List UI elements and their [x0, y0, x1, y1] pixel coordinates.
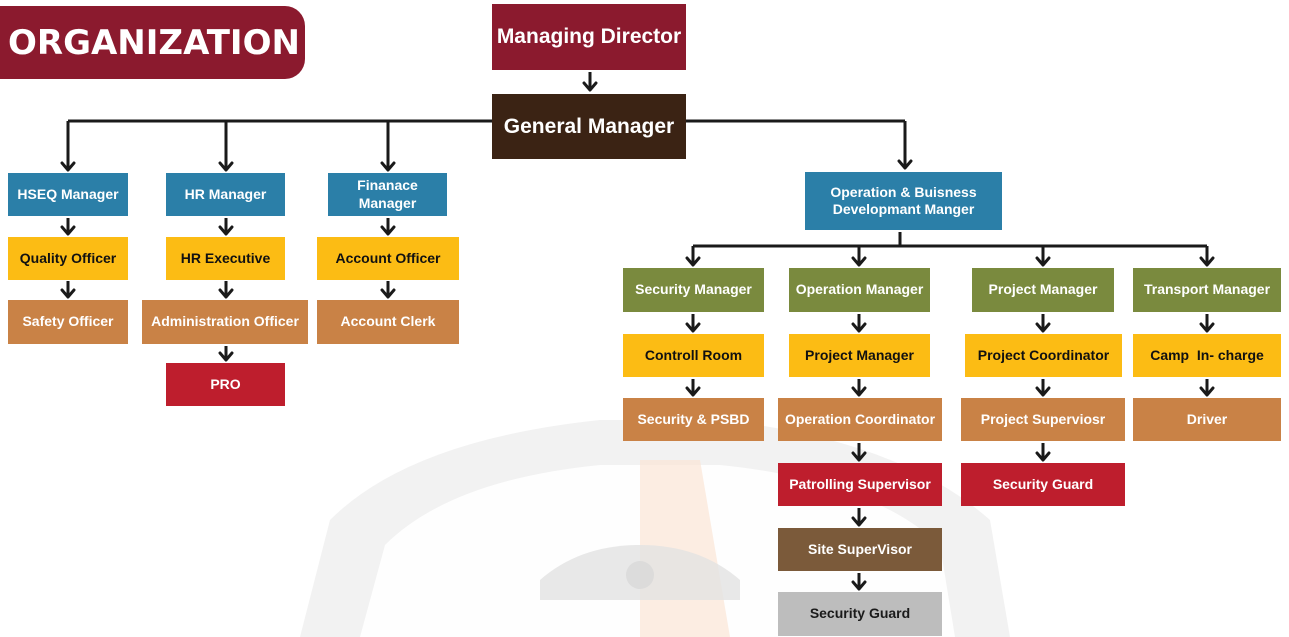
node-quality-officer: Quality Officer [8, 237, 128, 280]
node-project-manager: Project Manager [972, 268, 1114, 312]
node-operation-manager: Operation Manager [789, 268, 930, 312]
arrow-op-pm-head [851, 322, 867, 333]
node-project-coordinator: Project Coordinator [965, 334, 1122, 377]
arrow-md-gm-head [582, 81, 598, 92]
node-security-psbd: Security & PSBD [623, 398, 764, 441]
arrow-pm-coord-head [851, 386, 867, 397]
arrow-finance-officer-head [380, 225, 396, 236]
node-hr-manager: HR Manager [166, 173, 285, 216]
node-security-manager: Security Manager [623, 268, 764, 312]
arrow-site-guard-head [851, 580, 867, 591]
arrow-ops-transport-head [1199, 256, 1215, 267]
node-op-security-guard: Security Guard [778, 592, 942, 636]
arrow-quality-safety-head [60, 288, 76, 299]
arrow-ops-operation-head [851, 256, 867, 267]
arrow-coord-superv-head [1035, 386, 1051, 397]
node-patrolling-supervisor: Patrolling Supervisor [778, 463, 942, 506]
arrow-proj-coord-head [1035, 322, 1051, 333]
node-account-clerk: Account Clerk [317, 300, 459, 344]
arrow-gm-hseq-head [60, 161, 76, 172]
node-safety-officer: Safety Officer [8, 300, 128, 344]
node-account-officer: Account Officer [317, 237, 459, 280]
arrow-camp-driver-head [1199, 386, 1215, 397]
node-administration-officer: Administration Officer [142, 300, 308, 344]
node-hr-executive: HR Executive [166, 237, 285, 280]
node-site-supervisor: Site SuperVisor [778, 528, 942, 571]
arrow-exec-admin-head [218, 288, 234, 299]
arrow-hseq-quality-head [60, 225, 76, 236]
title-badge: ORGANIZATION [0, 6, 305, 79]
node-operation-coordinator: Operation Coordinator [778, 398, 942, 441]
arrow-officer-clerk-head [380, 288, 396, 299]
node-pm-security-guard: Security Guard [961, 463, 1125, 506]
node-camp-incharge: Camp In- charge [1133, 334, 1281, 377]
node-op-project-manager: Project Manager [789, 334, 930, 377]
arrow-controll-psbd-head [685, 386, 701, 397]
arrow-gm-finance-head [380, 161, 396, 172]
node-transport-manager: Transport Manager [1133, 268, 1281, 312]
node-operation-business-manager: Operation & Buisness Developmant Manger [805, 172, 1002, 230]
node-controll-room: Controll Room [623, 334, 764, 377]
arrow-ops-security-head [685, 256, 701, 267]
arrow-coord-patrol-head [851, 451, 867, 462]
node-pro: PRO [166, 363, 285, 406]
arrow-patrol-site-head [851, 516, 867, 527]
node-managing-director: Managing Director [492, 4, 686, 70]
arrow-superv-guard-head [1035, 451, 1051, 462]
arrow-gm-ops-head [897, 159, 913, 170]
node-finance-manager: Finanace Manager [328, 173, 447, 216]
arrow-sec-controll-head [685, 322, 701, 333]
arrow-gm-hr-head [218, 161, 234, 172]
arrow-hr-exec-head [218, 225, 234, 236]
node-project-supervisor: Project Superviosr [961, 398, 1125, 441]
node-hseq-manager: HSEQ Manager [8, 173, 128, 216]
arrow-ops-project-head [1035, 256, 1051, 267]
node-general-manager: General Manager [492, 94, 686, 159]
page-title: ORGANIZATION [8, 22, 300, 63]
arrow-transport-camp-head [1199, 322, 1215, 333]
arrow-admin-pro-head [218, 351, 234, 362]
node-driver: Driver [1133, 398, 1281, 441]
